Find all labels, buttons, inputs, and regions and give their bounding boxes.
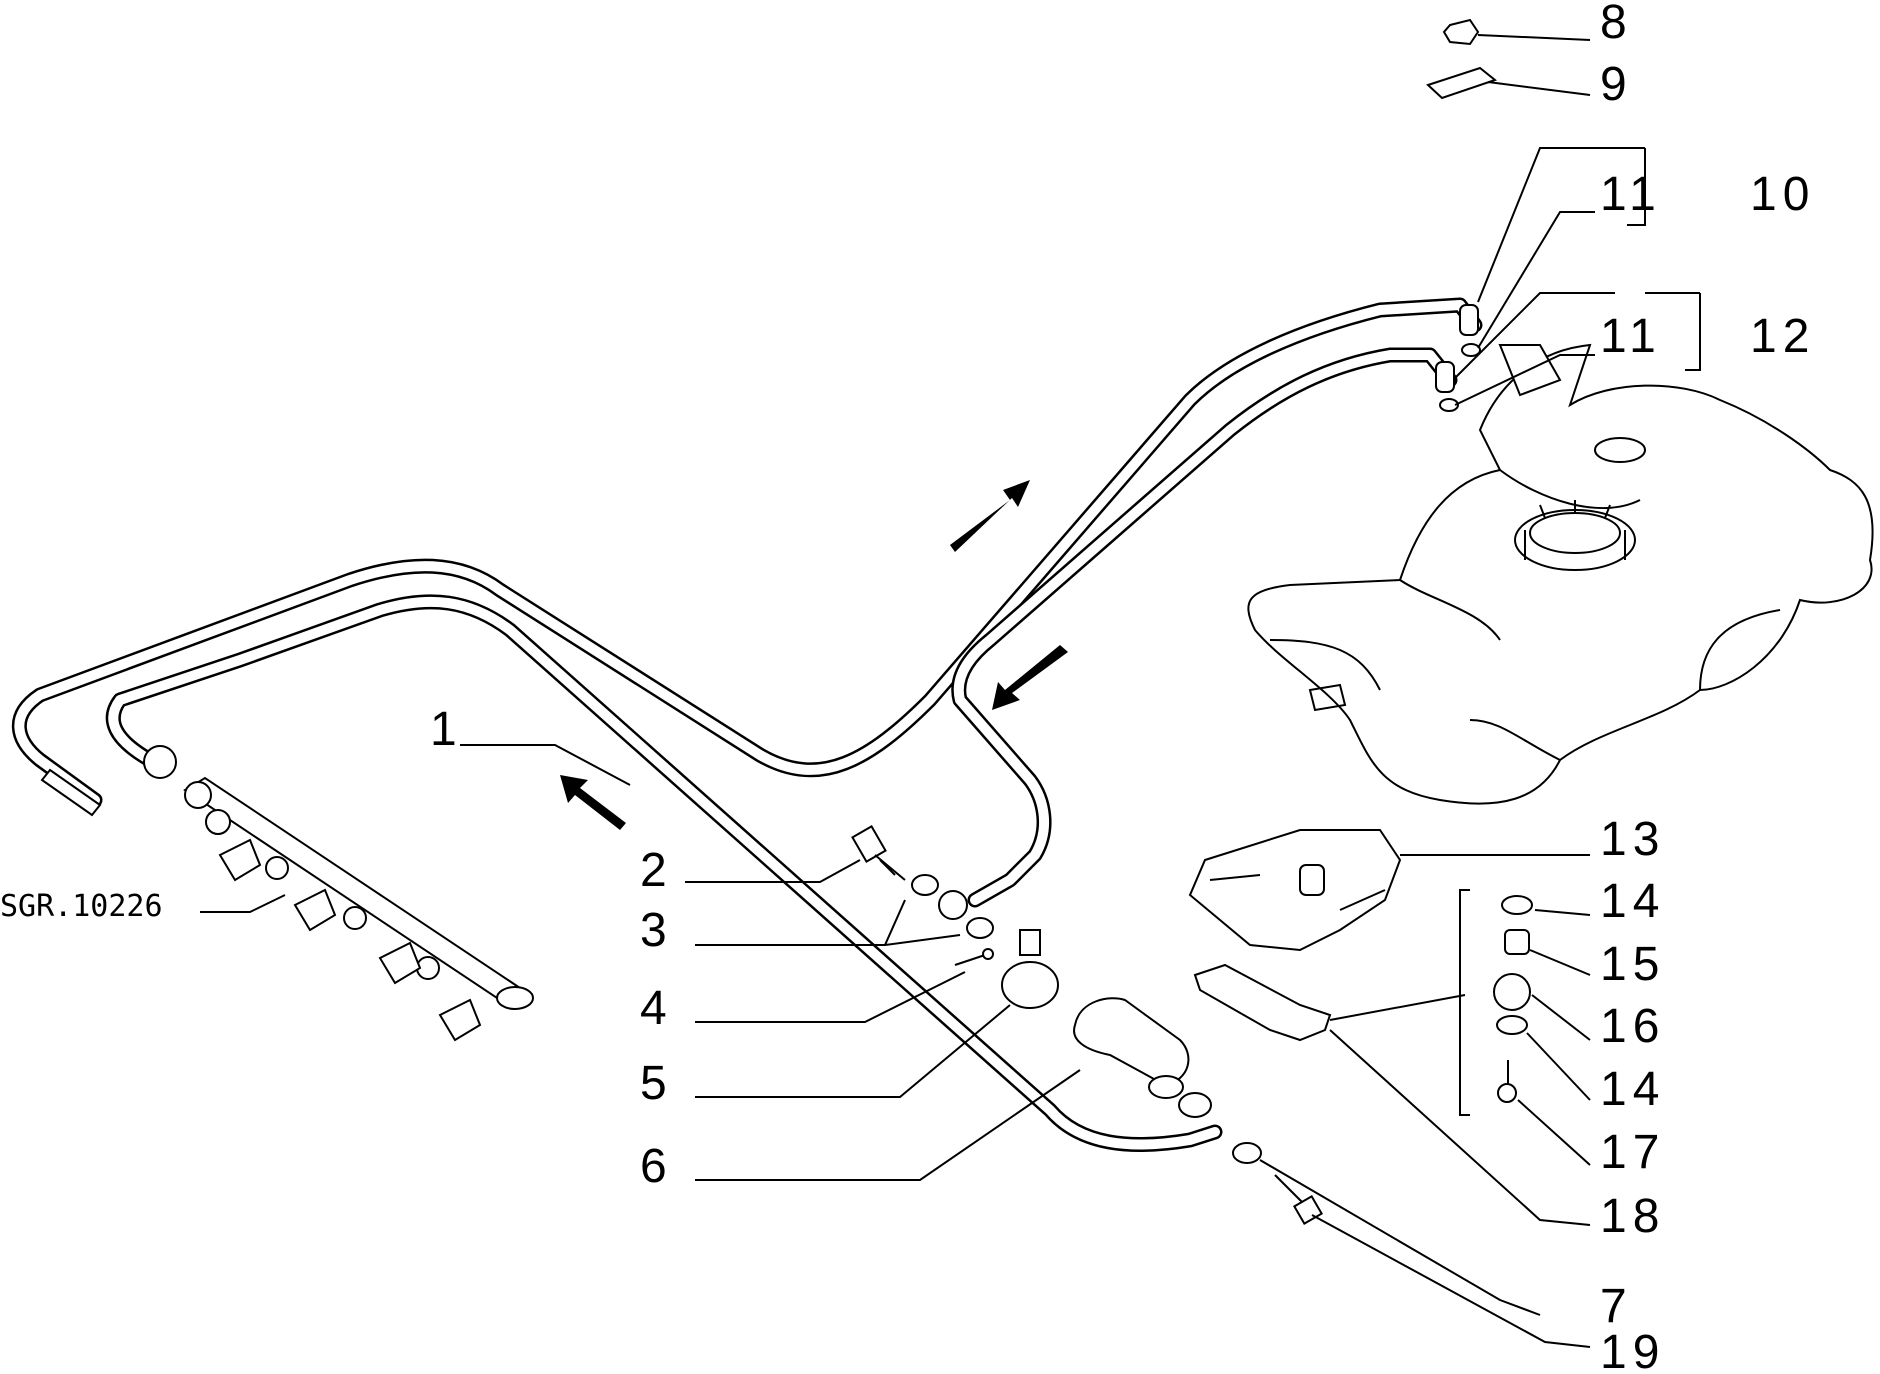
callout-11a: 11 (1600, 168, 1662, 221)
clamp-5-icon (1001, 929, 1059, 1009)
callout-2: 2 (640, 844, 673, 897)
callout-16: 16 (1600, 1000, 1665, 1053)
callout-4: 4 (640, 982, 673, 1035)
callout-19: 19 (1600, 1326, 1665, 1374)
fuel-filter-icon (1073, 997, 1212, 1118)
callout-numbers: 1 2 3 4 5 6 7 8 9 10 11 11 12 13 14 15 1… (0, 0, 1815, 1374)
spacer-15-icon (1504, 929, 1530, 955)
callout-11b: 11 (1600, 310, 1662, 363)
screw-4-icon (954, 948, 994, 966)
bolt-17-icon (1497, 1060, 1517, 1103)
callout-18: 18 (1600, 1190, 1665, 1243)
callout-14a: 14 (1600, 875, 1665, 928)
washer-3a-icon (911, 874, 939, 896)
callout-10: 10 (1750, 168, 1815, 221)
grommet-16-icon (1493, 973, 1531, 1011)
callout-12: 12 (1750, 310, 1815, 363)
washer-3b-icon (966, 917, 994, 939)
fuel-tank-icon (1247, 343, 1874, 805)
washer-7-icon (1232, 1142, 1262, 1164)
bracket-13-icon (1188, 829, 1402, 952)
washer-14b-icon (1496, 1015, 1528, 1035)
callout-15: 15 (1600, 938, 1665, 991)
callout-5: 5 (640, 1057, 673, 1110)
nut-8-icon (1442, 18, 1480, 46)
callout-8: 8 (1600, 0, 1633, 49)
bolt-2-icon (851, 825, 906, 881)
fuel-pipes (11, 297, 1483, 1153)
clip-9-icon (1426, 66, 1498, 100)
callout-1: 1 (430, 703, 463, 756)
callout-6: 6 (640, 1140, 673, 1193)
callout-13: 13 (1600, 813, 1665, 866)
bracket-group-brace (1459, 889, 1470, 1116)
callout-17: 17 (1600, 1126, 1665, 1179)
callout-9: 9 (1600, 58, 1633, 111)
callout-7: 7 (1600, 1280, 1633, 1333)
callout-14b: 14 (1600, 1063, 1665, 1116)
flow-arrow-icon (560, 480, 1068, 830)
diagram-code: SGR.10226 (0, 889, 163, 924)
callout-3: 3 (640, 904, 673, 957)
washer-14a-icon (1501, 895, 1533, 915)
bracket-18-icon (1193, 963, 1332, 1042)
banjo-fitting-icon (938, 890, 968, 920)
leader-lines (200, 34, 1701, 1348)
injector-rail-icon (143, 745, 534, 1042)
